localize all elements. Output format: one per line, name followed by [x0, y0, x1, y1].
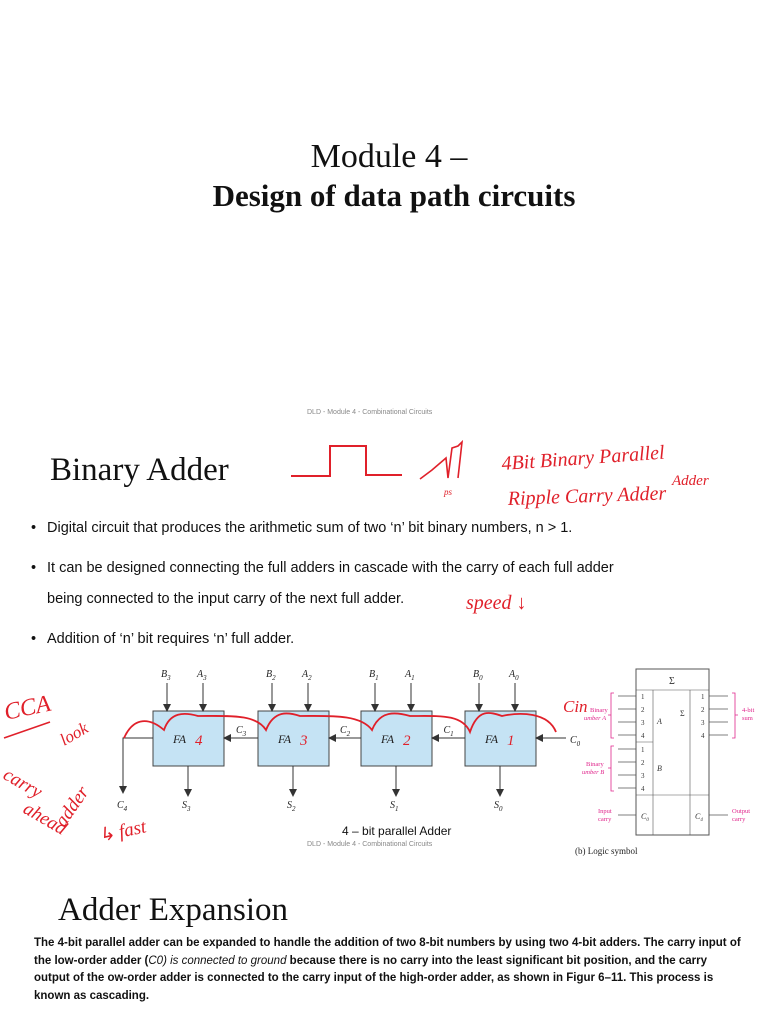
- carry-in-label: C0: [570, 735, 581, 748]
- handwritten-adder: adder: [51, 782, 94, 831]
- logic-letter-a: A: [656, 717, 662, 726]
- logic-pin-a: 4: [641, 732, 645, 740]
- handwritten-ripple-curve: [123, 712, 557, 739]
- slide-footer: DLD - Module 4 - Combinational Circuits: [307, 409, 433, 416]
- full-adder-label: FA: [484, 732, 499, 746]
- logic-pin-sum: 2: [701, 706, 705, 714]
- handwritten-cin: Cin: [563, 697, 588, 716]
- handwritten-speed: speed ↓: [466, 592, 527, 614]
- logic-label-input-carry: Input: [598, 808, 612, 815]
- full-adder-label: FA: [380, 732, 395, 746]
- handwritten-look: look: [57, 718, 92, 749]
- logic-label-sum-2: sum: [742, 715, 753, 722]
- logic-c4: C4: [695, 812, 703, 823]
- logic-label-number-a: umber A: [584, 715, 606, 722]
- full-adder-block: [360, 710, 433, 767]
- handwritten-block-number: 2: [403, 733, 411, 749]
- logic-letter-b: B: [657, 764, 662, 773]
- adder-expansion-paragraph: The 4-bit parallel adder can be expanded…: [34, 937, 741, 1002]
- input-bit-label: B3: [161, 669, 171, 682]
- full-adder-block: [257, 710, 330, 767]
- logic-label-input-carry-2: carry: [598, 816, 612, 823]
- logic-pin-b: 4: [641, 785, 645, 793]
- bullet-text: Digital circuit that produces the arithm…: [47, 520, 573, 536]
- bullet-dot: •: [31, 560, 37, 576]
- input-bit-label: B2: [266, 669, 276, 682]
- logic-c0: C0: [641, 812, 649, 823]
- logic-symbol-diagram: Σ A B Σ C0 C4 Binary umber A Binary umbe…: [575, 668, 754, 856]
- bullet-text: It can be designed connecting the full a…: [47, 560, 614, 576]
- carry-out-label: C4: [117, 800, 128, 813]
- handwritten-note-adder: Adder: [671, 473, 709, 489]
- bullet-continuation: being connected to the input carry of th…: [47, 591, 405, 607]
- logic-label-sum: 4-bit: [742, 707, 754, 714]
- logic-label-number-b: umber B: [582, 769, 604, 776]
- input-bit-label: B1: [369, 669, 379, 682]
- logic-label-output-carry-2: carry: [732, 816, 746, 823]
- bullet-item: • Addition of ‘n’ bit requires ‘n’ full a…: [31, 631, 295, 647]
- binary-adder-heading: Binary Adder: [50, 452, 229, 488]
- bullet-dot: •: [31, 520, 37, 536]
- input-bit-label: A3: [196, 669, 207, 682]
- logic-label-binary-a: Binary: [590, 707, 608, 714]
- slide-footer: DLD - Module 4 - Combinational Circuits: [307, 841, 433, 848]
- logic-sum-letter: Σ: [680, 709, 685, 718]
- sum-output-label: S2: [287, 800, 296, 813]
- bullet-text: Addition of ‘n’ bit requires ‘n’ full ad…: [47, 631, 295, 647]
- logic-sigma: Σ: [669, 676, 675, 687]
- logic-pin-b: 1: [641, 746, 645, 754]
- full-adder-block: [152, 710, 225, 767]
- logic-pin-a: 3: [641, 719, 645, 727]
- handwritten-edge-sketch: [419, 439, 464, 480]
- logic-pin-b: 3: [641, 772, 645, 780]
- module-subtitle: Design of data path circuits: [212, 178, 576, 213]
- input-bit-label: B0: [473, 669, 483, 682]
- bullet-dot: •: [31, 631, 37, 647]
- handwritten-note-parallel: 4Bit Binary Parallel: [501, 442, 666, 475]
- handwritten-ps: ps: [443, 487, 453, 497]
- logic-pin-sum: 1: [701, 693, 705, 701]
- sum-output-label: S3: [182, 800, 191, 813]
- sum-output-label: S0: [494, 800, 503, 813]
- logic-pin-sum: 3: [701, 719, 705, 727]
- handwritten-block-number: 3: [299, 733, 308, 749]
- bullet-item: • It can be designed connecting the full …: [31, 560, 614, 576]
- input-bit-label: A0: [508, 669, 519, 682]
- adder-expansion-heading: Adder Expansion: [58, 892, 289, 928]
- handwritten-underline: [3, 721, 51, 739]
- handwritten-carry: carry: [0, 764, 46, 803]
- logic-label-binary-b: Binary: [586, 761, 604, 768]
- logic-pin-a: 2: [641, 706, 645, 714]
- handwritten-note-ripple: Ripple Carry Adder: [506, 482, 666, 510]
- bullet-item: • Digital circuit that produces the arith…: [31, 520, 573, 536]
- logic-pin-sum: 4: [701, 732, 705, 740]
- carry-label: C3: [236, 725, 247, 738]
- input-bit-label: A2: [301, 669, 312, 682]
- module-title: Module 4 –: [310, 138, 468, 175]
- carry-label: C1: [444, 725, 454, 738]
- handwritten-cca: CCA: [2, 691, 53, 726]
- carry-label: C2: [340, 725, 351, 738]
- sum-output-label: S1: [390, 800, 399, 813]
- input-bit-label: A1: [404, 669, 415, 682]
- handwritten-block-number: 4: [195, 733, 203, 749]
- logic-pin-b: 2: [641, 759, 645, 767]
- logic-label-output-carry: Output: [732, 808, 750, 815]
- logic-caption: (b) Logic symbol: [575, 846, 638, 856]
- handwritten-block-number: 1: [507, 733, 515, 749]
- full-adder-label: FA: [172, 732, 187, 746]
- logic-pin-a: 1: [641, 693, 645, 701]
- full-adder-label: FA: [277, 732, 292, 746]
- diagram-caption: 4 – bit parallel Adder: [342, 824, 452, 838]
- handwritten-pulse-waveform: [291, 445, 402, 477]
- handwritten-fast: ↳ fast: [97, 816, 149, 847]
